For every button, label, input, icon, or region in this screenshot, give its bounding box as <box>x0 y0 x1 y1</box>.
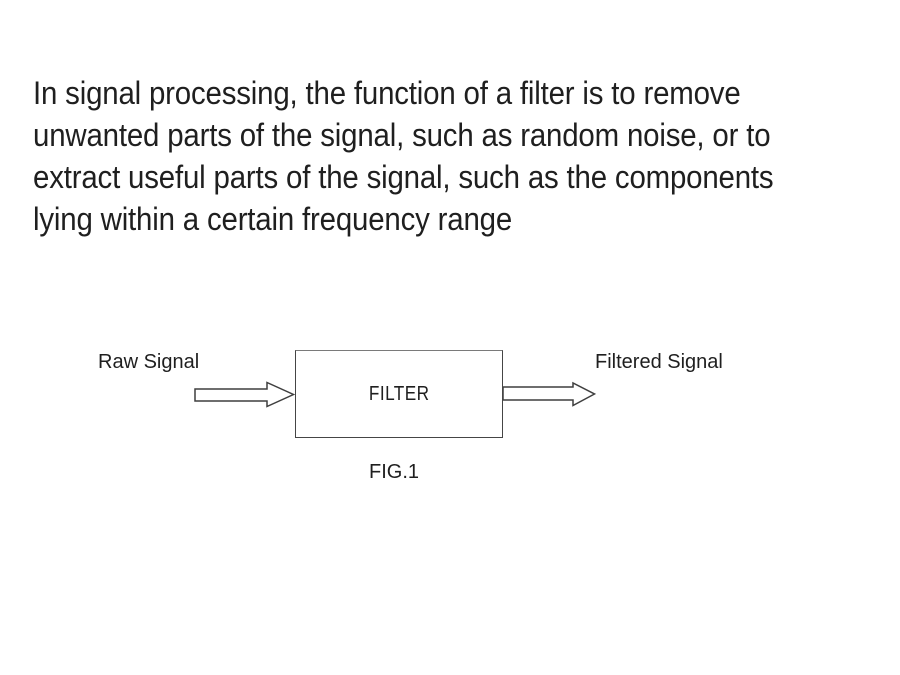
paragraph-line: In signal processing, the function of a … <box>33 75 741 111</box>
filtered-signal-label: Filtered Signal <box>595 351 723 373</box>
output-block-arrow-icon <box>503 381 596 407</box>
raw-signal-label: Raw Signal <box>98 351 200 373</box>
figure-caption: FIG.1 <box>368 461 419 483</box>
filter-block: FILTER <box>295 350 503 438</box>
filter-block-label: FILTER <box>368 382 430 405</box>
paragraph-line: unwanted parts of the signal, such as ra… <box>33 117 771 153</box>
output-arrow-shape <box>503 381 596 407</box>
paragraph-line: lying within a certain frequency range <box>33 201 513 237</box>
intro-paragraph: In signal processing, the function of a … <box>33 72 774 240</box>
input-block-arrow-icon <box>194 381 295 408</box>
input-arrow-shape <box>194 381 295 408</box>
paragraph-line: extract useful parts of the signal, such… <box>33 159 774 195</box>
